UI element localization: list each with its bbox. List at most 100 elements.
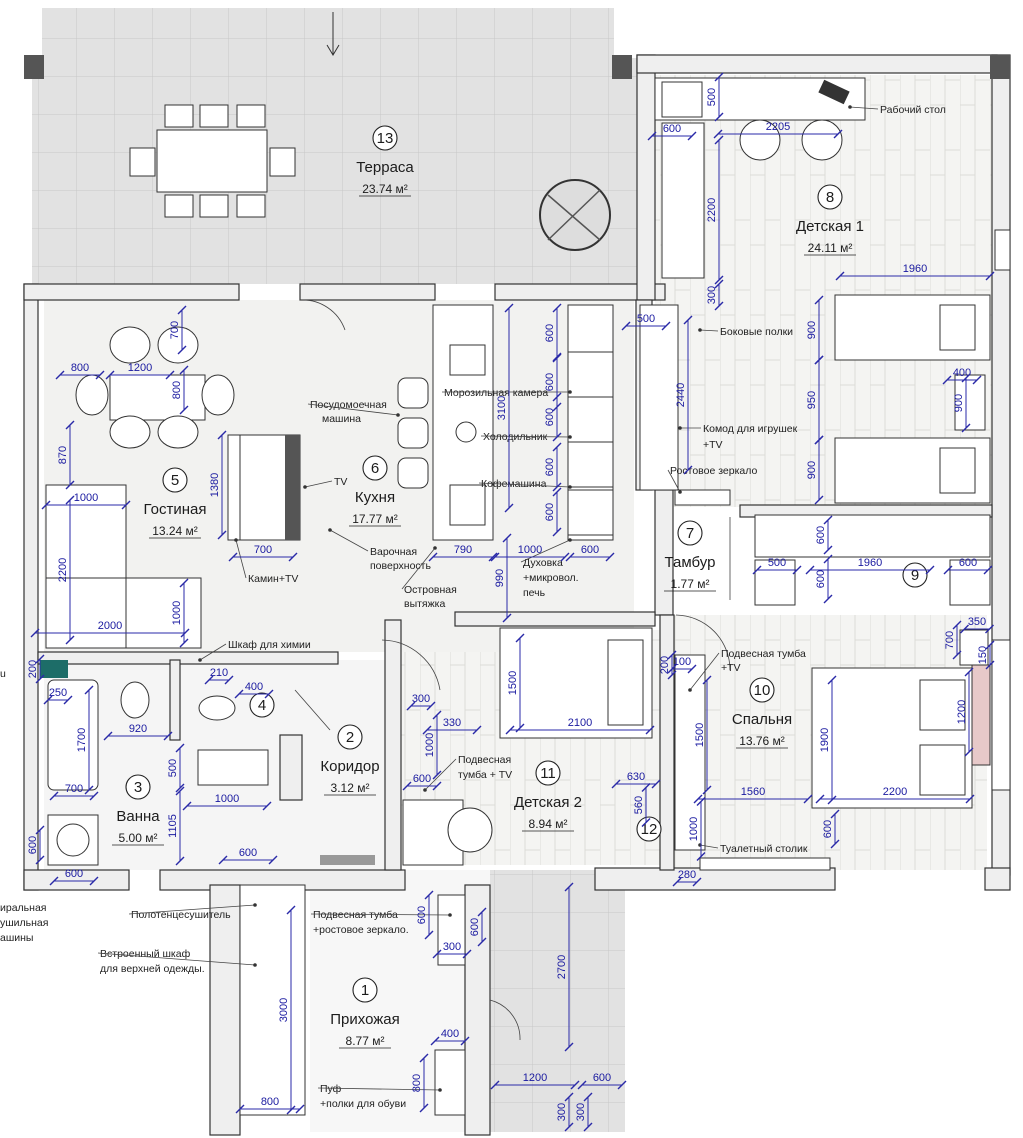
dimension-value: 350 — [968, 616, 986, 628]
dimension: 600 — [218, 847, 278, 865]
dimension: 790 — [428, 544, 498, 562]
label-washer-2: ушильная — [0, 917, 48, 929]
dimension-value: 600 — [663, 123, 681, 135]
dimension-value: 600 — [544, 503, 556, 521]
label-hanging-cab-kid: Подвесная — [458, 754, 511, 766]
dimension: 600 — [943, 557, 993, 575]
dimension: 600 — [416, 890, 434, 940]
room-number: 3 — [134, 779, 142, 796]
label-hanging-cab-bed-2: +TV — [721, 662, 741, 674]
dimension: 600 — [544, 487, 562, 537]
dimension: 700 — [49, 783, 99, 801]
label-work-desk: Рабочий стол — [880, 104, 946, 116]
dimension-value: 500 — [637, 313, 655, 325]
room-r9: 9 — [902, 562, 928, 588]
label-hood: Островная — [404, 584, 457, 596]
bedroom-bed — [811, 667, 973, 809]
label-dishwasher-2: машина — [322, 413, 361, 425]
dimension: 100 — [667, 656, 697, 674]
dimension-value: 200 — [659, 656, 671, 674]
room-area: 8.94 м² — [529, 817, 568, 831]
label-fridge: Холодильник — [483, 431, 548, 443]
dimension-value: 1000 — [424, 733, 436, 757]
label-edge-u: u — [0, 668, 6, 680]
dimension-value: 2100 — [568, 717, 592, 729]
label-toy-dresser-2: +TV — [703, 439, 723, 451]
room-number: 2 — [346, 729, 354, 746]
dimension: 1700 — [76, 685, 94, 795]
kids2-bed — [499, 627, 653, 739]
dimension-value: 600 — [416, 906, 428, 924]
label-oven: Духовка — [523, 557, 563, 569]
dimension: 350 — [960, 616, 994, 634]
dimension-value: 900 — [953, 394, 965, 412]
bathroom-fixtures — [40, 660, 269, 866]
dimension: 3100 — [496, 303, 514, 513]
dimension-value: 500 — [706, 88, 718, 106]
label-cooktop: Варочная — [370, 546, 417, 558]
label-fireplace: Камин+TV — [248, 573, 298, 585]
dimension-value: 920 — [129, 723, 147, 735]
room-name: Детская 2 — [514, 794, 582, 811]
dimension-value: 900 — [806, 321, 818, 339]
room-area: 1.77 м² — [671, 577, 710, 591]
dimension: 900 — [953, 373, 971, 433]
dimension-value: 400 — [953, 367, 971, 379]
walls — [23, 54, 1011, 1136]
dimension: 300 — [556, 1092, 574, 1132]
terrace-dining-set — [129, 104, 296, 218]
bedroom-cabinets — [674, 629, 989, 871]
room-area: 17.77 м² — [352, 512, 398, 526]
kitchen-tall-units — [567, 304, 614, 541]
dimension-value: 700 — [944, 631, 956, 649]
dimension: 600 — [815, 554, 833, 604]
dimension: 600 — [544, 442, 562, 492]
dimension: 1960 — [835, 263, 995, 281]
label-hanging-cab-kid-2: тумба + TV — [458, 769, 512, 781]
dimension: 500 — [706, 72, 724, 122]
dimension-value: 100 — [673, 656, 691, 668]
label-wardrobe-2: для верхней одежды. — [100, 963, 205, 975]
room-number-circle — [125, 774, 151, 800]
dimension-value: 600 — [959, 557, 977, 569]
room-number-circle — [362, 455, 388, 481]
room-name: Гостиная — [144, 501, 207, 518]
hallway-furniture — [239, 855, 466, 1116]
dimension-value: 2205 — [766, 121, 790, 133]
dimension: 600 — [815, 515, 833, 555]
dimension-value: 400 — [245, 681, 263, 693]
label-hood-2: вытяжка — [404, 598, 445, 610]
label-cooktop-2: поверхность — [370, 560, 431, 572]
room-area: 24.11 м² — [808, 241, 853, 255]
dimension: 950 — [806, 355, 824, 445]
dimension: 150 — [977, 640, 995, 670]
dimension-value: 1380 — [209, 473, 221, 497]
dimension: 200 — [659, 650, 677, 680]
dimension-value: 300 — [575, 1103, 587, 1121]
label-towel: Полотенцесушитель — [131, 909, 231, 921]
dimension-value: 330 — [443, 717, 461, 729]
kitchen-stools — [397, 377, 429, 489]
dimension-value: 2440 — [675, 383, 687, 407]
room-area: 13.24 м² — [152, 524, 198, 538]
dimension-value: 1000 — [171, 601, 183, 625]
dimension: 400 — [234, 681, 274, 699]
dimension: 300 — [406, 693, 436, 711]
room-number: 12 — [641, 821, 658, 838]
dimension: 600 — [27, 825, 45, 865]
room-number: 5 — [171, 472, 179, 489]
doors — [294, 299, 731, 1041]
room-number-circle — [337, 724, 363, 750]
kids2-desk — [402, 799, 493, 866]
dimension-value: 3100 — [496, 396, 508, 420]
dimension: 1000 — [688, 797, 706, 861]
dimension: 600 — [822, 809, 840, 849]
kids1-beds — [834, 294, 991, 504]
label-coffee: Кофемашина — [481, 478, 547, 490]
dimension: 1900 — [819, 675, 837, 805]
dimension-value: 1900 — [819, 728, 831, 752]
dimension-value: 1200 — [523, 1072, 547, 1084]
